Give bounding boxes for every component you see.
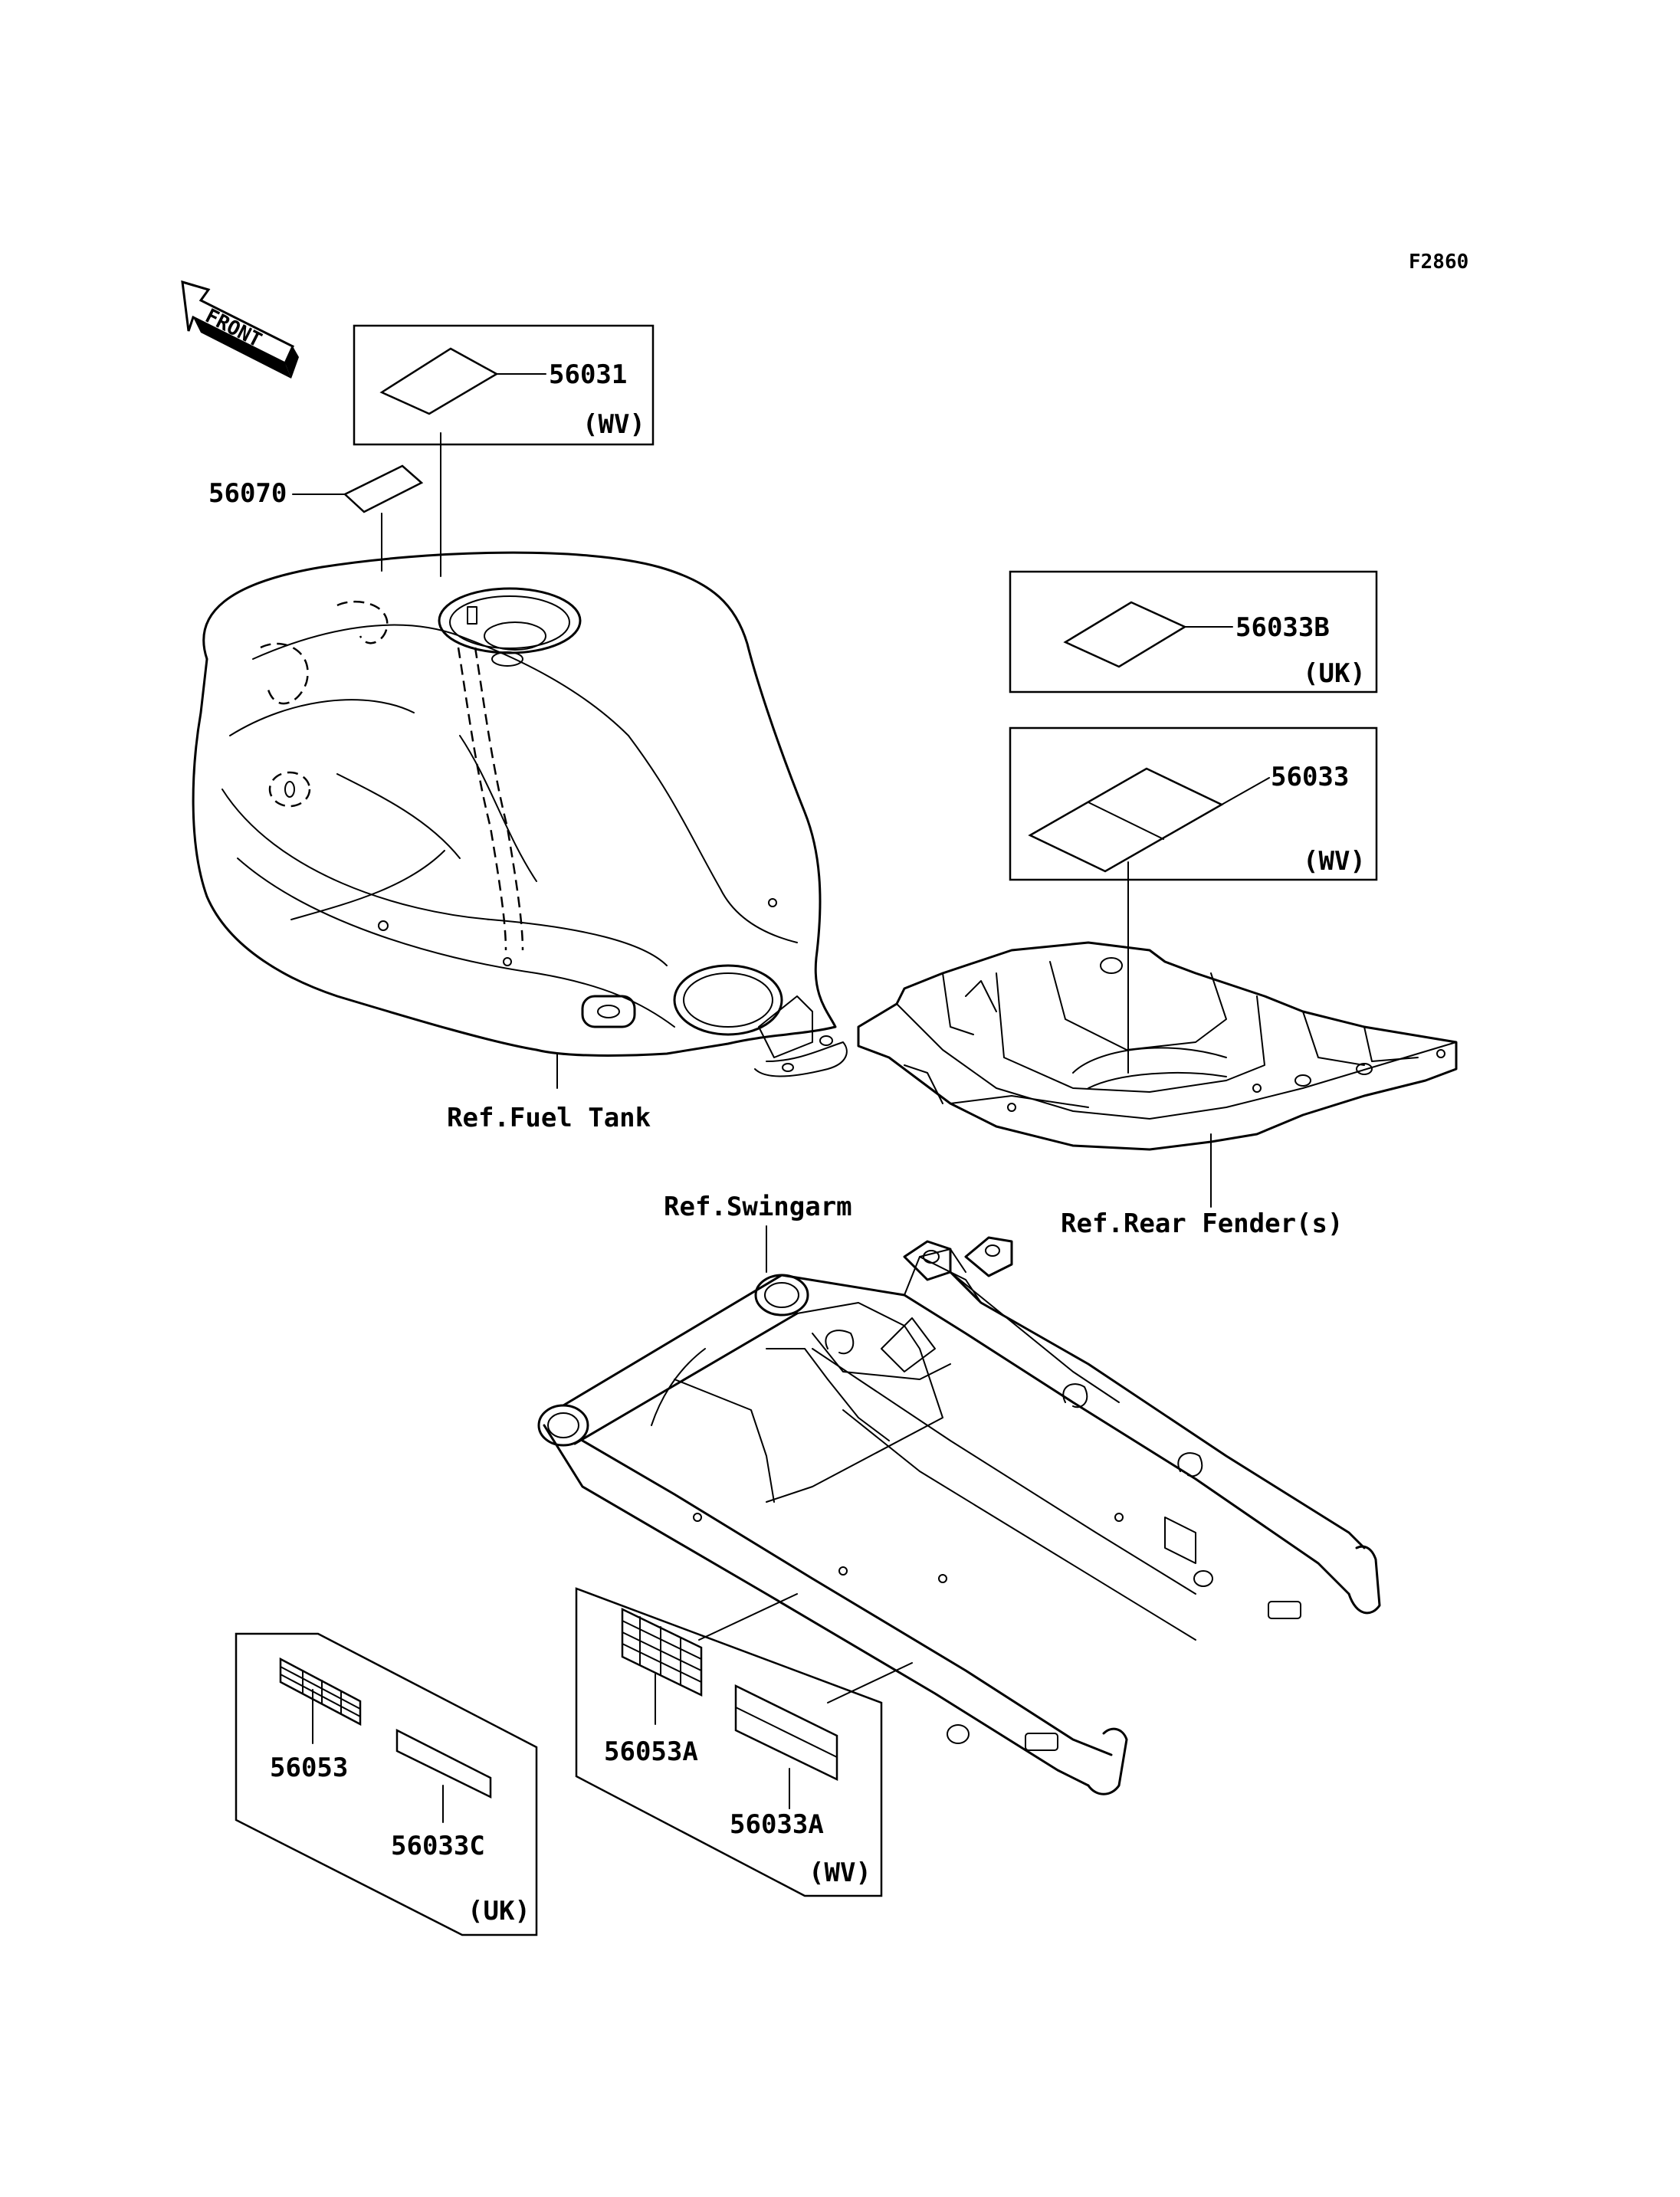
swingarm-illustration: [537, 1225, 1381, 1795]
decal-56033-callout: 56033 (WV): [1009, 726, 1378, 1074]
part-number-56033B: 56033B: [1235, 612, 1330, 643]
uk-decal-group: 56053 56033C (UK): [235, 1632, 538, 1936]
part-number-56031: 56031: [549, 359, 627, 390]
part-number-56033A: 56033A: [730, 1809, 824, 1840]
decal-56070-callout: 56070: [208, 464, 424, 572]
part-number-56033C: 56033C: [391, 1831, 485, 1861]
part-number-56053A: 56053A: [604, 1736, 698, 1767]
ref-rear-fender-label: Ref.Rear Fender(s): [1061, 1208, 1343, 1239]
decal-56031-callout: 56031 (WV): [353, 324, 655, 577]
ref-swingarm-label: Ref.Swingarm: [664, 1192, 852, 1222]
wv-decal-group: 56053A 56033A (WV): [575, 1587, 913, 1897]
market-label-wv: (WV): [582, 409, 645, 440]
part-number-56033: 56033: [1271, 762, 1349, 792]
market-label-wv-group: (WV): [809, 1858, 871, 1888]
rear-fender-illustration: [857, 941, 1458, 1208]
market-label-uk: (UK): [1303, 658, 1366, 689]
ref-fuel-tank-label: Ref.Fuel Tank: [447, 1103, 651, 1133]
market-label-wv-56033: (WV): [1303, 846, 1366, 877]
market-label-uk-group: (UK): [468, 1896, 530, 1926]
front-arrow-icon: FRONT: [181, 280, 299, 379]
figure-code: F2860: [1409, 251, 1468, 274]
part-number-56053: 56053: [270, 1753, 348, 1783]
fuel-tank-illustration: [192, 551, 848, 1089]
part-number-56070: 56070: [208, 478, 287, 509]
decal-56033B-callout: 56033B (UK): [1009, 570, 1378, 694]
